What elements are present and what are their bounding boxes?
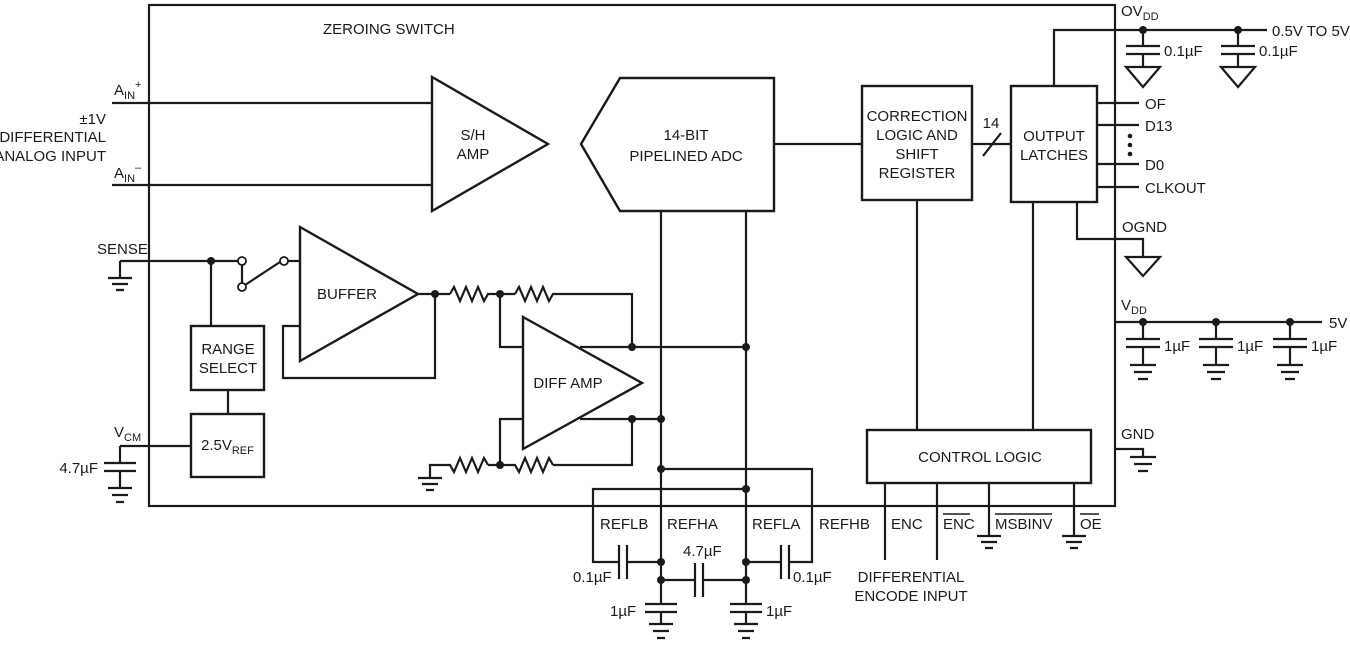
vdd-cap-1-label: 1µF [1164,338,1190,355]
vdd-supply-section: VDD 5V 1µF 1µF 1µF [1115,297,1347,381]
reflb-label: REFLB [600,516,648,533]
adc-label-1: 14-BIT [663,127,708,144]
latches-label-2: LATCHES [1020,147,1088,164]
control-logic-block [865,428,1093,485]
enc-bar-pin-label: ENC [943,516,975,533]
adc-block [579,76,776,213]
bus-width-label: 14 [983,115,1000,132]
d13-label: D13 [1145,118,1173,135]
correction-label-2: LOGIC AND [876,127,958,144]
output-latches-block [1009,84,1099,204]
correction-label-3: SHIFT [895,146,938,163]
input-desc-line-2: DIFFERENTIAL [0,129,106,146]
diff-amp-block [521,314,645,452]
oe-pin-label: OE [1080,516,1102,533]
refha-label: REFHA [667,516,718,533]
ref-cap-right-label: 0.1µF [793,569,832,586]
adc-label-2: PIPELINED ADC [629,148,743,165]
encode-input-label-1: DIFFERENTIAL [858,569,965,586]
ain-plus-label: AIN+ [114,79,141,102]
sh-amp-block [430,74,551,214]
analog-input-section: AIN+ AIN– ±1V DIFFERENTIAL ANALOG INPUT [0,79,432,187]
vref-label: 2.5VREF [201,437,254,457]
vcm-cap-label: 4.7µF [59,460,98,477]
range-select-block [189,324,266,392]
ovdd-supply-section: OVDD 0.5V TO 5V 0.1µF 0.1µF [1052,3,1350,89]
control-logic-label: CONTROL LOGIC [918,449,1042,466]
vcm-label: VCM [114,424,141,444]
clkout-label: CLKOUT [1145,180,1206,197]
diff-amp-label: DIFF AMP [533,375,602,392]
latches-label-1: OUTPUT [1023,128,1085,145]
msbinv-pin-label: MSBINV [995,516,1053,533]
d0-label: D0 [1145,157,1164,174]
correction-label-1: CORRECTION [867,108,968,125]
gnd-section: GND [1115,426,1156,473]
chip-outline [147,3,1117,508]
ovdd-cap-1-label: 0.1µF [1164,43,1203,60]
refhb-label: REFHB [819,516,870,533]
ognd-label: OGND [1122,219,1167,236]
enc-pin-label: ENC [891,516,923,533]
vdd-cap-3-label: 1µF [1311,338,1337,355]
bus-slash [982,132,1002,157]
refla-label: REFLA [752,516,800,533]
reference-section: SENSE BUFFER RANGE SELECT 2.5VREF VCM [59,211,870,640]
of-label: OF [1145,96,1166,113]
correction-logic-block [860,84,974,202]
ovdd-label: OVDD [1121,3,1159,23]
vdd-label: VDD [1121,297,1147,317]
buffer-label: BUFFER [317,286,377,303]
ref-cap-bot-right-label: 1µF [766,603,792,620]
sh-amp-label-2: AMP [457,146,490,163]
gnd-label: GND [1121,426,1155,443]
ovdd-range-label: 0.5V TO 5V [1272,23,1350,40]
correction-label-4: REGISTER [879,165,956,182]
range-select-label-2: SELECT [199,360,257,377]
input-desc-line-3: ANALOG INPUT [0,148,106,165]
ref-cap-bot-left-label: 1µF [610,603,636,620]
ain-minus-label: AIN– [114,162,142,185]
buffer-block [298,224,421,364]
sh-amp-label-1: S/H [460,127,485,144]
ovdd-cap-2-label: 0.1µF [1259,43,1298,60]
ref-cap-left-label: 0.1µF [573,569,612,586]
digital-outputs: OF D13 D0 CLKOUT [1097,96,1206,197]
sense-label: SENSE [97,241,148,258]
control-pins: ENC ENC MSBINV OE DIFFERENTIAL ENCODE IN… [854,483,1102,605]
vdd-cap-2-label: 1µF [1237,338,1263,355]
zeroing-switch-label: ZEROING SWITCH [323,21,455,38]
input-desc-line-1: ±1V [79,111,106,128]
encode-input-label-2: ENCODE INPUT [854,588,967,605]
ognd-section: OGND [1075,202,1167,278]
vdd-supply-label: 5V [1329,315,1347,332]
ref-cap-mid-label: 4.7µF [683,543,722,560]
range-select-label-1: RANGE [201,341,254,358]
